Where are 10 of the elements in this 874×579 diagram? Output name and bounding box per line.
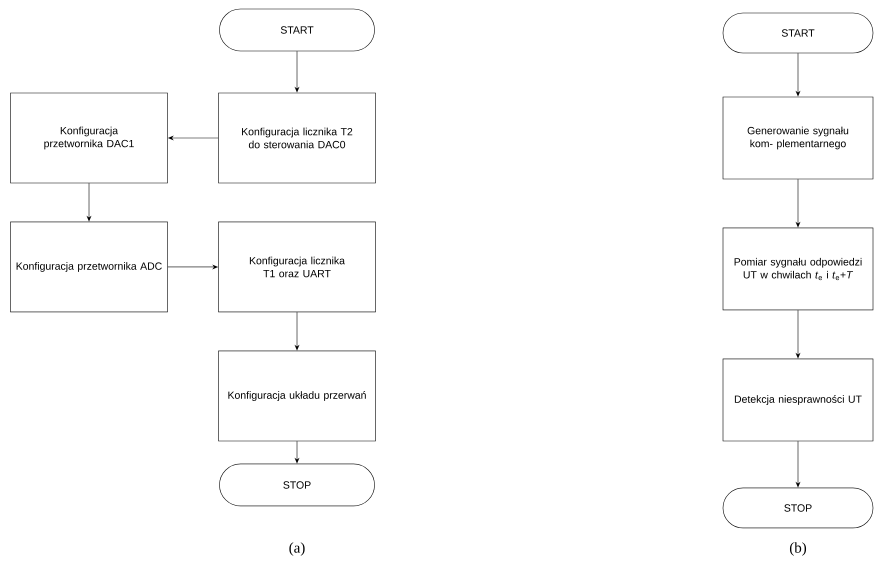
process-box: Pomiar sygnału odpowiedzi UT w chwilach t$_{e}$ i t$_{e}$+T [722, 228, 874, 310]
process-box: Konfiguracja przetwornika ADC [10, 222, 168, 312]
process-box: Generowanie sygnału kom- plementarnego [722, 96, 874, 180]
panel-label: (a) [289, 542, 305, 556]
process-box: Konfiguracja przetwornika DAC1 [10, 92, 168, 184]
process-box: Konfiguracja układu przerwań [218, 350, 376, 442]
process-box: Konfiguracja licznika T1 oraz UART [218, 222, 376, 312]
process-box: Konfiguracja licznika T2 do sterowania DAC0 [218, 92, 376, 184]
process-box: Detekcja niesprawności UT [722, 358, 874, 442]
panel-label: (b) [790, 542, 806, 556]
